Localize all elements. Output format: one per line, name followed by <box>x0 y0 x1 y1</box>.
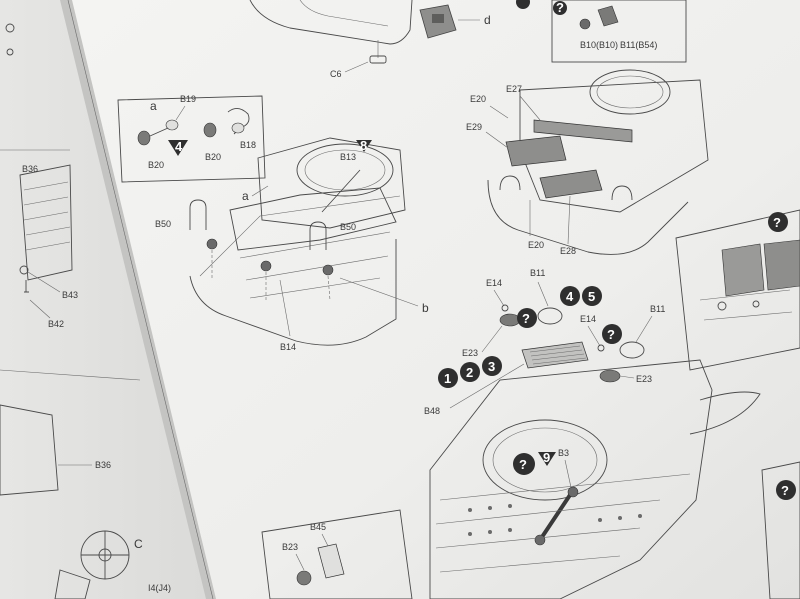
label-b20-left: B20 <box>148 160 164 170</box>
label-b48: B48 <box>424 406 440 416</box>
svg-text:9: 9 <box>543 450 550 465</box>
label-b36-bottom: B36 <box>95 460 111 470</box>
inset-top-right <box>551 0 687 63</box>
label-a-hull: a <box>242 189 249 203</box>
part-e28 <box>539 169 603 199</box>
badge-q-2 <box>602 324 622 344</box>
label-c6: C6 <box>330 69 342 79</box>
svg-text:4: 4 <box>566 289 574 304</box>
inset-right-panel: ? <box>675 209 800 371</box>
label-e20-top: E20 <box>470 94 486 104</box>
step-badge-9 <box>538 452 556 466</box>
part-c6 <box>369 55 387 64</box>
svg-text:?: ? <box>522 311 530 326</box>
label-b11-b54: B11(B54) <box>620 40 657 50</box>
part-e29 <box>505 135 567 167</box>
svg-text:?: ? <box>607 327 615 342</box>
label-b11-right: B11 <box>650 304 665 314</box>
hull-assembly-lower: ? 9 B3 <box>429 359 761 599</box>
label-e23-left: E23 <box>462 348 478 358</box>
label-b43: B43 <box>62 290 78 300</box>
label-b: b <box>422 301 429 315</box>
label-b20-right: B20 <box>205 152 221 162</box>
label-b50-left: B50 <box>155 219 171 229</box>
label-b3: B3 <box>558 448 569 458</box>
label-b13: B13 <box>340 152 356 162</box>
label-d: d <box>484 13 491 27</box>
badge-1 <box>438 368 458 388</box>
label-b18: B18 <box>240 140 256 150</box>
label-e14-right: E14 <box>580 314 596 324</box>
svg-text:1: 1 <box>444 371 451 386</box>
inset-bottom-right: ? <box>761 461 800 599</box>
svg-text:5: 5 <box>588 289 595 304</box>
svg-text:?: ? <box>781 483 789 498</box>
svg-text:?: ? <box>519 457 527 472</box>
label-c: C <box>134 537 143 551</box>
label-e29: E29 <box>466 122 482 132</box>
label-b36-top: B36 <box>22 164 38 174</box>
label-b10: B10(B10) <box>580 40 618 50</box>
svg-text:2: 2 <box>466 365 473 380</box>
badge-2 <box>460 362 480 382</box>
label-b23: B23 <box>282 542 298 552</box>
label-e27: E27 <box>506 84 522 94</box>
part-e27 <box>533 119 633 143</box>
label-b19: B19 <box>180 94 196 104</box>
label-e20-bottom: E20 <box>528 240 544 250</box>
svg-text:4: 4 <box>175 139 183 154</box>
label-b50-right: B50 <box>340 222 356 232</box>
svg-text:8: 8 <box>360 138 367 153</box>
label-e23-right: E23 <box>636 374 652 384</box>
badge-q-1 <box>517 308 537 328</box>
label-b42: B42 <box>48 319 64 329</box>
svg-text:3: 3 <box>488 359 495 374</box>
badge-3 <box>482 356 502 376</box>
label-a: a <box>150 99 157 113</box>
label-e28: E28 <box>560 246 576 256</box>
step-badges: E14 B11 ? 4 5 E14 ? B11 E23 1 2 3 E23 <box>438 268 665 388</box>
label-b14: B14 <box>280 342 296 352</box>
label-i4: I4(J4) <box>148 583 171 593</box>
inset-detail-box: a B19 4 B20 B20 B18 <box>117 94 266 183</box>
svg-text:?: ? <box>556 0 564 15</box>
label-e14-left: E14 <box>486 278 502 288</box>
inset-bottom-left: B23 B45 <box>261 509 413 599</box>
step-badge-4 <box>168 140 188 156</box>
badge-4 <box>560 286 580 306</box>
badge-q-3 <box>513 453 535 475</box>
top-section: C6 d ? B10(B10) B11(B54) <box>249 0 687 79</box>
svg-text:?: ? <box>773 215 781 230</box>
part-b48-grille: B48 <box>424 341 589 416</box>
label-b11-left: B11 <box>530 268 545 278</box>
right-page <box>70 0 800 599</box>
hull-assembly-right-top: E20 E27 E29 E20 E28 <box>466 69 709 256</box>
label-b45: B45 <box>310 522 326 532</box>
hull-assembly-left: B13 8 a B50 B50 B14 b <box>155 137 429 352</box>
left-page-diagram: B36 B43 B42 B36 C I4(J4) <box>0 23 171 599</box>
badge-5 <box>582 286 602 306</box>
